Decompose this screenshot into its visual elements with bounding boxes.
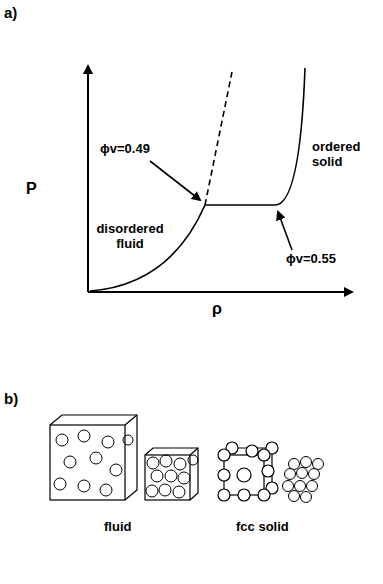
volume-fraction-label: ϕv=0.49 — [100, 142, 150, 157]
state-label: fluid — [104, 520, 131, 535]
fluid-curve — [90, 205, 205, 291]
state-label: fcc solid — [236, 520, 289, 535]
panel-letter: a) — [4, 4, 17, 21]
dense-fcc-cube — [283, 457, 324, 503]
axis-label: ρ — [212, 300, 222, 318]
pointer-arrow — [150, 161, 200, 200]
fcc-cube — [218, 442, 278, 501]
phase-label: disordered fluid — [94, 222, 166, 252]
solid-curve — [275, 68, 305, 205]
coexistence-line — [205, 204, 275, 206]
pointer-arrow — [278, 212, 292, 250]
rho-axis — [88, 291, 352, 293]
axis-label: P — [26, 180, 37, 198]
volume-fraction-label: ϕv=0.55 — [286, 252, 336, 267]
fluid-cube — [50, 415, 137, 500]
phase-label: ordered solid — [312, 140, 374, 170]
p-axis — [87, 66, 89, 292]
dense-fluid-cube — [145, 448, 198, 500]
panel-letter: b) — [4, 390, 18, 407]
metastable-branch — [205, 72, 232, 205]
